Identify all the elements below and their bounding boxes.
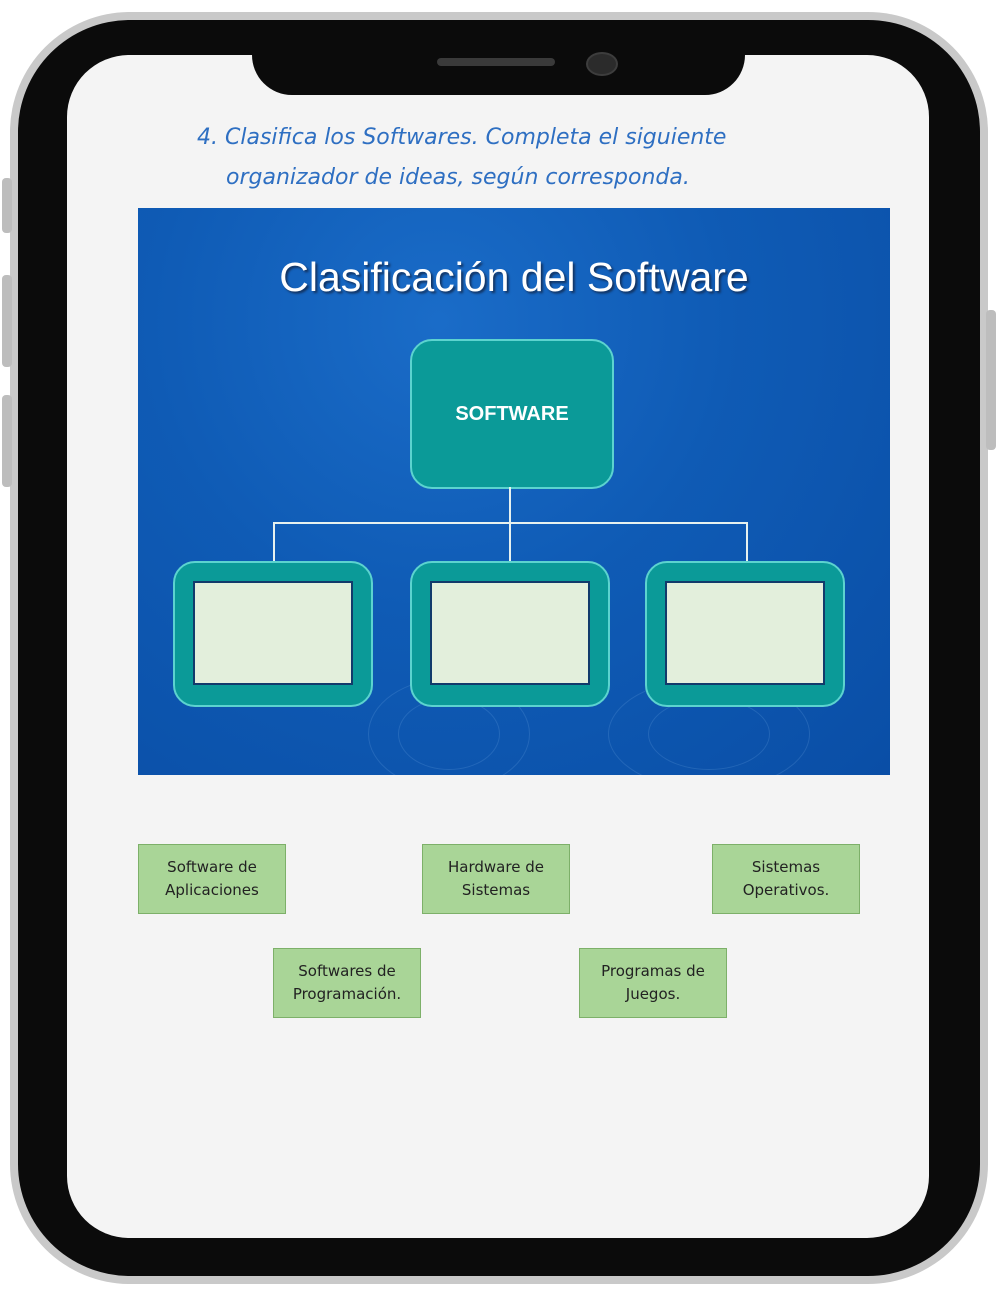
- slide-title: Clasificación del Software: [279, 254, 749, 300]
- answer-card-softwares-programacion[interactable]: Softwares de Programación.: [273, 948, 421, 1018]
- classification-slide: Clasificación del Software SOFTWARE: [138, 208, 890, 775]
- instruction-line-1: 4. Clasifica los Softwares. Completa el …: [197, 125, 727, 150]
- card-line: Operativos.: [742, 881, 830, 899]
- card-line: Aplicaciones: [165, 881, 259, 899]
- connector-line: [509, 487, 511, 523]
- card-line: Sistemas: [751, 858, 821, 876]
- phone-side-button: [2, 178, 12, 233]
- card-line: Programación.: [292, 985, 402, 1003]
- root-node-label: SOFTWARE: [455, 402, 569, 425]
- instruction-line-2: organizador de ideas, según corresponda.: [226, 165, 690, 190]
- phone-side-button: [2, 275, 12, 367]
- ripple-decoration: [398, 698, 500, 770]
- connector-line: [273, 522, 275, 562]
- drop-zone-3[interactable]: [665, 581, 825, 685]
- camera-icon: [586, 52, 618, 76]
- child-node-1: [173, 561, 373, 707]
- drop-zone-2[interactable]: [430, 581, 590, 685]
- card-line: Software de: [167, 858, 257, 876]
- answer-card-programas-juegos[interactable]: Programas de Juegos.: [579, 948, 727, 1018]
- answer-card-hardware-sistemas[interactable]: Hardware de Sistemas: [422, 844, 570, 914]
- connector-line: [746, 522, 748, 562]
- instruction-text: 4. Clasifica los Softwares. Completa el …: [185, 118, 805, 198]
- answer-card-sistemas-operativos[interactable]: Sistemas Operativos.: [712, 844, 860, 914]
- answer-card-software-aplicaciones[interactable]: Software de Aplicaciones: [138, 844, 286, 914]
- ripple-decoration: [648, 698, 770, 770]
- drop-zone-1[interactable]: [193, 581, 353, 685]
- card-line: Sistemas: [461, 881, 531, 899]
- card-line: Hardware de: [448, 858, 544, 876]
- card-line: Juegos.: [625, 985, 681, 1003]
- child-node-3: [645, 561, 845, 707]
- phone-side-button: [2, 395, 12, 487]
- phone-side-button: [986, 310, 996, 450]
- root-node-software: SOFTWARE: [410, 339, 614, 489]
- child-node-2: [410, 561, 610, 707]
- card-line: Softwares de: [298, 962, 396, 980]
- connector-line: [509, 522, 511, 562]
- speaker-icon: [437, 58, 555, 66]
- card-line: Programas de: [601, 962, 705, 980]
